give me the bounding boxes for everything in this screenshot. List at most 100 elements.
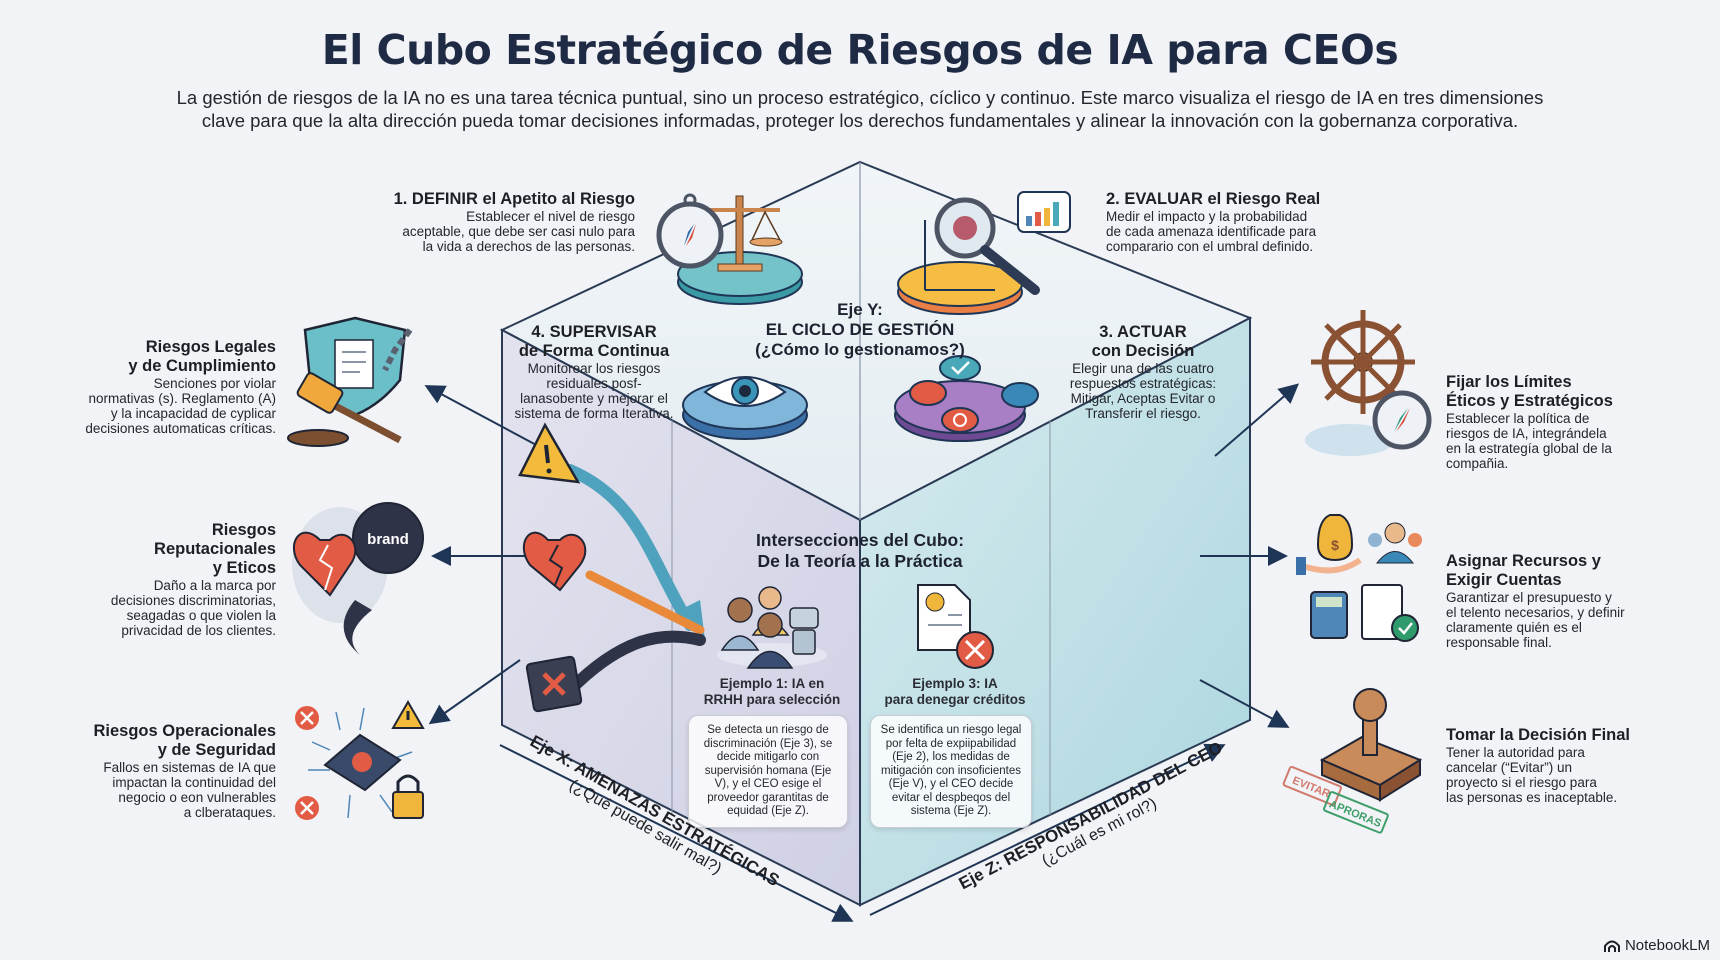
step-supervise-title-1: 4. SUPERVISAR <box>531 323 657 341</box>
example-3-text-2: por felta de expiipabilidad <box>885 737 1017 750</box>
threat-reputational-text-3: seagadas o que violen la <box>126 608 276 623</box>
brand-badge-text: brand <box>367 531 409 548</box>
ceo-resources-title-1: Asignar Recursos y <box>1446 552 1601 570</box>
threat-reputational-title-3: y Eticos <box>212 559 276 577</box>
step-define: 1. DEFINIR el Apetito al Riesgo Establec… <box>330 190 635 254</box>
ceo-resources-text-3: claramente quién es el <box>1446 620 1582 635</box>
threat-operational-title-2: y de Seguridad <box>157 741 276 759</box>
step-act-title-1: 3. ACTUAR <box>1099 323 1187 341</box>
threat-reputational-text-4: privacidad de los clientes. <box>121 623 276 638</box>
magnifier-chart-icon <box>897 191 1071 315</box>
subtitle-line-2: clave para que la alta dirección pueda t… <box>201 110 1519 131</box>
step-supervise-text-4: sistema de forma Iterativa. <box>514 406 674 421</box>
example-1-text-5: V), y el CEO esige el <box>714 778 822 790</box>
threat-operational: Riesgos Operacionales y de Seguridad Fal… <box>40 722 277 820</box>
intersections-title-1: Intersecciones del Cubo: <box>755 530 965 550</box>
ceo-resources-text-2: el telento necesarios, y definir <box>1446 605 1625 620</box>
example-3-text-1: Se identifica un riesgo legal <box>880 724 1022 736</box>
credit-denied-icon <box>917 584 994 669</box>
intersections-title: Intersecciones del Cubo: De la Teoría a … <box>700 530 1020 572</box>
ceo-decision-text-3: proyecto si el riesgo para <box>1446 775 1597 790</box>
threat-flow-arrow-dark <box>564 630 706 696</box>
example-3-text-6: evitar el despbeqos del <box>891 791 1011 804</box>
threat-operational-text-4: a clberataques. <box>183 805 276 820</box>
step-supervise-title-2: de Forma Continua <box>518 342 670 360</box>
example-3-text-4: mitigación con insoficientes <box>881 764 1021 777</box>
step-evaluate-text-2: de cada amenaza identificade para <box>1106 224 1317 239</box>
people-robot-icon <box>717 586 827 669</box>
broken-heart-brand-icon: brand <box>292 502 424 655</box>
warning-triangle-icon <box>518 422 581 484</box>
decision-options-icon <box>894 355 1039 442</box>
ceo-resources-text-4: responsable final. <box>1446 635 1552 650</box>
ceo-limits-text-2: riesgos de IA, integrándela <box>1446 426 1607 441</box>
watermark-text: NotebookLM <box>1624 937 1710 954</box>
broken-chip-lock-icon <box>295 699 425 820</box>
threat-operational-title-1: Riesgos Operacionales <box>93 722 277 740</box>
example-3-label-1: Ejemplo 3: IA <box>912 676 998 691</box>
example-3-text-5: (Eje V), y el CEO decide <box>888 778 1014 790</box>
broken-chip-icon <box>525 655 583 713</box>
step-act-title-2: con Decisión <box>1091 342 1195 360</box>
step-define-title: 1. DEFINIR el Apetito al Riesgo <box>393 190 635 208</box>
step-define-text-2: aceptable, que debe ser casi nulo para <box>402 224 635 239</box>
step-supervise-text-2: residuales posf- <box>546 376 642 391</box>
example-3-card: Se identifica un riesgo legal por felta … <box>870 715 1032 828</box>
ceo-limits-text-3: en la estrategía global de la <box>1446 441 1612 456</box>
stamp-icon: EVITAR APRORAS <box>1282 688 1423 834</box>
axis-x-arrow <box>499 744 854 922</box>
threat-legal-title-2: y de Cumplimiento <box>128 357 276 375</box>
example-1-text-7: equidad (Eje Z). <box>727 805 809 817</box>
threat-operational-text-2: impactan la continuidad del <box>112 775 276 790</box>
threat-legal: Riesgos Legales y de Cumplimiento Sencio… <box>40 338 276 436</box>
step-act-text-4: Transferir el riesgo. <box>1085 406 1201 421</box>
helm-compass-icon <box>1305 310 1432 456</box>
subtitle-line-1: La gestión de riesgos de la IA no es una… <box>176 87 1544 108</box>
threat-legal-text-1: Senciones por violar <box>153 376 276 391</box>
threat-legal-title-1: Riesgos Legales <box>145 338 276 356</box>
ceo-decision: Tomar la Decisión Final Tener la autorid… <box>1446 726 1696 805</box>
ceo-limits-text-4: compañia. <box>1446 456 1509 471</box>
example-1-text-1: Se detecta un riesgo de <box>707 724 829 736</box>
threat-reputational: Riesgos Reputacionales y Eticos Daño a l… <box>40 521 276 638</box>
notebooklm-watermark: NotebookLM <box>1603 937 1710 954</box>
compass-scale-icon <box>656 193 803 305</box>
threat-reputational-title-2: Reputacionales <box>154 540 276 558</box>
money-team-checklist-icon: $ <box>1296 514 1422 642</box>
ceo-resources-text-1: Garantizar el presupuesto y <box>1446 590 1612 605</box>
step-act-text-3: Mitigar, Aceptas Evitar o <box>1070 391 1216 406</box>
threat-flow-arrow-orange <box>585 570 705 635</box>
step-define-text-3: la vida a derechos de las personas. <box>422 239 635 254</box>
step-act: 3. ACTUAR con Decisión Elegir una de las… <box>1048 323 1238 421</box>
ceo-resources: Asignar Recursos y Exigir Cuentas Garant… <box>1446 552 1696 650</box>
example-1-text-4: supervisión homana (Eje <box>704 764 832 777</box>
step-act-text-2: respuestos estratégicas: <box>1069 376 1217 391</box>
ceo-resources-title-2: Exigir Cuentas <box>1446 571 1562 589</box>
example-3-text-7: sistema (Eje Z). <box>910 805 992 817</box>
ceo-decision-text-2: cancelar (“Evitar”) un <box>1446 760 1573 775</box>
ceo-limits-title-1: Fijar los Límites <box>1446 373 1572 391</box>
example-1-label: Ejemplo 1: IA en RRHH para selección <box>682 676 862 708</box>
example-3-label-2: para denegar créditos <box>884 692 1026 707</box>
connector-limits <box>1214 383 1300 457</box>
step-define-text-1: Establecer el nivel de riesgo <box>466 209 635 224</box>
axis-y-title: EL CICLO DE GESTIÓN <box>765 320 955 339</box>
connector-legal <box>424 385 541 448</box>
eye-monitor-icon <box>682 376 808 440</box>
intersections-title-2: De la Teoría a la Práctica <box>757 551 963 571</box>
ceo-decision-text-4: las personas es inaceptable. <box>1446 790 1618 805</box>
example-1-label-1: Ejemplo 1: IA en <box>719 676 825 691</box>
step-evaluate: 2. EVALUAR el Riesgo Real Medir el impac… <box>1106 190 1366 254</box>
threat-reputational-text-2: decisiones discriminatorias, <box>110 593 276 608</box>
step-supervise: 4. SUPERVISAR de Forma Continua Monitore… <box>505 323 683 421</box>
connector-decision <box>1199 679 1290 728</box>
example-1-text-3: decide mitigarlo con <box>716 751 820 763</box>
ceo-limits-text-1: Establecer la política de <box>1446 411 1590 426</box>
ceo-decision-text-1: Tener la autoridad para <box>1446 745 1585 760</box>
broken-heart-icon <box>522 531 587 592</box>
example-1-label-2: RRHH para selección <box>703 692 841 707</box>
example-1-text-2: discriminación (Eje 3), se <box>703 737 833 750</box>
threat-reputational-title-1: Riesgos <box>211 521 276 539</box>
gavel-shield-icon <box>287 316 413 447</box>
step-act-text-1: Elegir una de las cuatro <box>1072 361 1214 376</box>
